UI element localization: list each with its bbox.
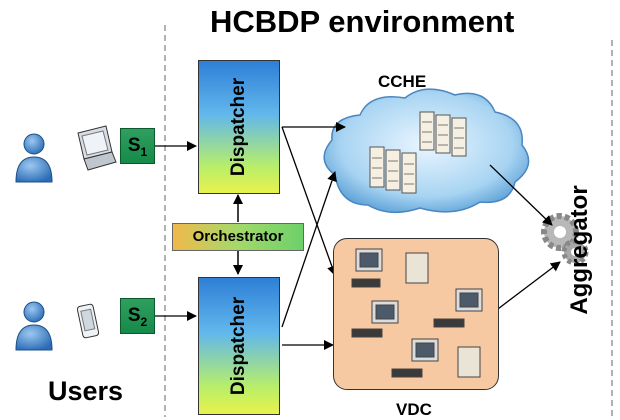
service-1-box: S1 — [120, 128, 155, 164]
vdc-computers-icon — [351, 248, 483, 378]
mobile-icon — [76, 303, 100, 339]
vdc-box — [333, 238, 499, 390]
user-2-icon — [15, 301, 53, 351]
dispatcher-1-label: Dispatcher — [228, 77, 249, 177]
cche-cloud-icon — [323, 88, 530, 214]
dispatcher-2-label: Dispatcher — [228, 296, 249, 396]
users-label: Users — [48, 376, 124, 406]
diagram-title: HCBDP environment — [210, 4, 515, 39]
laptop-icon — [77, 125, 117, 171]
dispatcher-1-box: Dispatcher — [198, 60, 280, 194]
service-2-box: S2 — [120, 298, 155, 334]
user-1-icon — [15, 133, 53, 183]
aggregator-label: Aggregator — [566, 185, 593, 315]
vdc-label: VDC — [396, 400, 432, 419]
cche-label: CCHE — [378, 72, 427, 91]
dispatcher-2-box: Dispatcher — [198, 277, 280, 415]
orchestrator-box: Orchestrator — [172, 223, 304, 251]
